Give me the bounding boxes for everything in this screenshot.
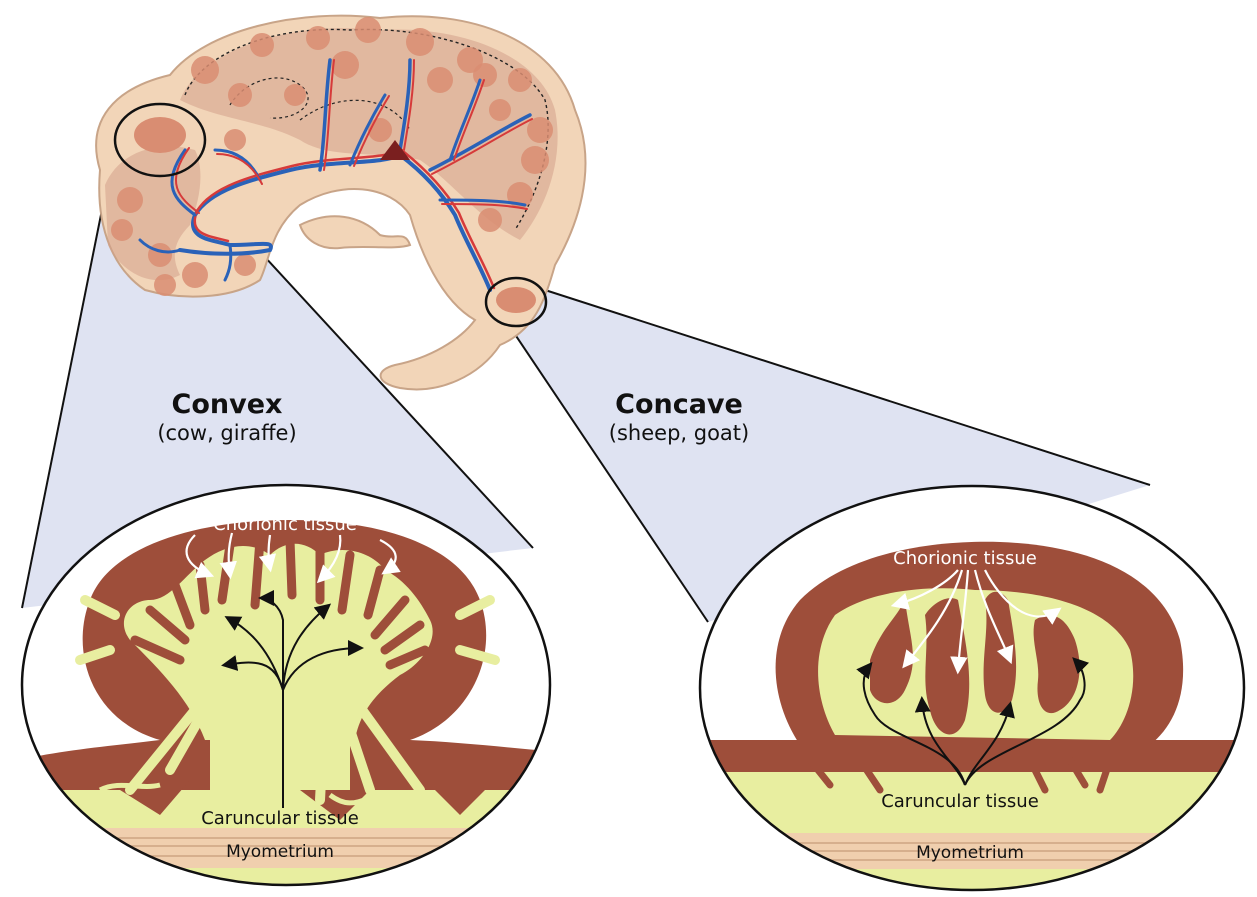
convex-myometrium-label: Myometrium: [226, 842, 334, 862]
convex-title: Convex: [172, 389, 283, 420]
concave-title: Concave: [615, 389, 743, 420]
concave-examples: (sheep, goat): [609, 421, 749, 445]
convex-examples: (cow, giraffe): [157, 421, 296, 445]
convex-caruncular-label: Caruncular tissue: [201, 808, 359, 829]
concave-myometrium-label: Myometrium: [916, 843, 1024, 863]
convex-chorionic-label: Chorionic tissue: [213, 514, 357, 535]
concave-caruncular-label: Caruncular tissue: [881, 791, 1039, 812]
concave-chorionic-label: Chorionic tissue: [893, 548, 1037, 569]
